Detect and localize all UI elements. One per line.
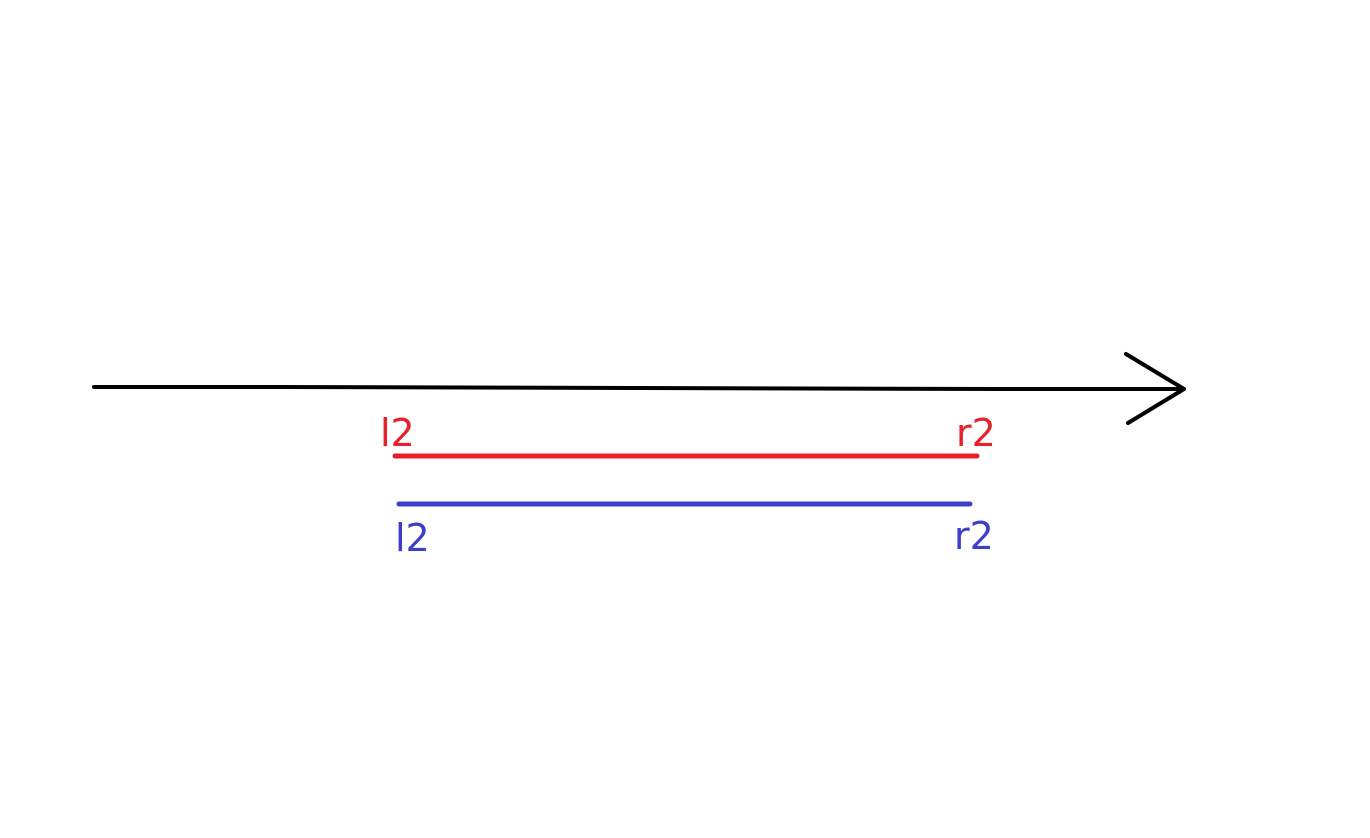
blue-segment-left-label: l2 [395,516,430,560]
axis-arrowhead [1124,352,1186,425]
blue-segment-right-label: r2 [954,514,994,558]
red-segment-right-label: r2 [956,411,996,455]
axis-line [92,385,1184,391]
red-segment-left-label: l2 [380,411,415,455]
